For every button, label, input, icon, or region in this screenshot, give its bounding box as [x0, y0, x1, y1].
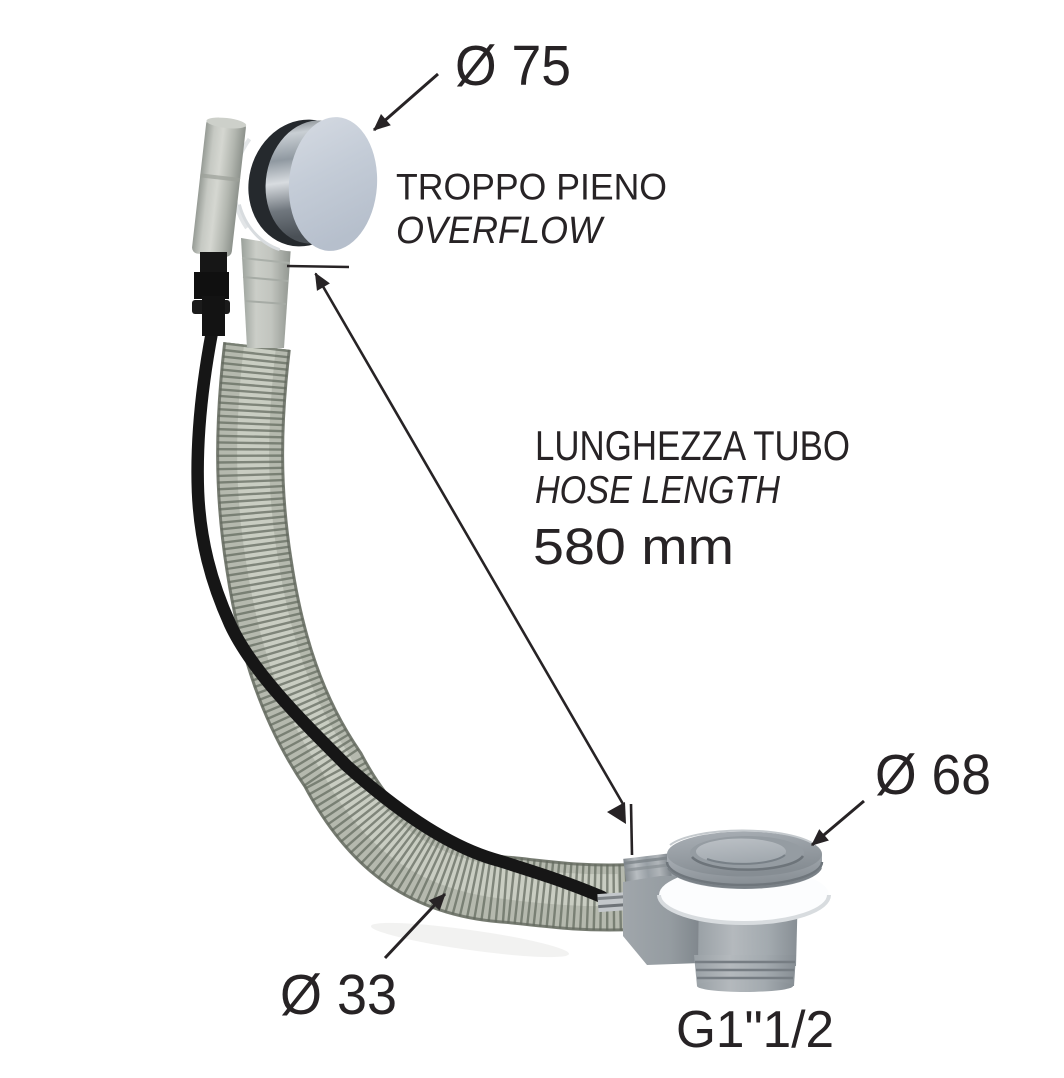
- svg-text:Ø 68: Ø 68: [875, 743, 991, 807]
- svg-text:Ø 75: Ø 75: [455, 34, 571, 98]
- svg-text:HOSE LENGTH: HOSE LENGTH: [535, 469, 781, 512]
- svg-text:Ø 33: Ø 33: [280, 963, 397, 1027]
- svg-text:G1"1/2: G1"1/2: [676, 1001, 834, 1059]
- svg-text:LUNGHEZZA TUBO: LUNGHEZZA TUBO: [535, 422, 850, 469]
- svg-text:OVERFLOW: OVERFLOW: [396, 210, 605, 252]
- svg-text:TROPPO PIENO: TROPPO PIENO: [396, 167, 667, 208]
- svg-text:580 mm: 580 mm: [533, 518, 734, 575]
